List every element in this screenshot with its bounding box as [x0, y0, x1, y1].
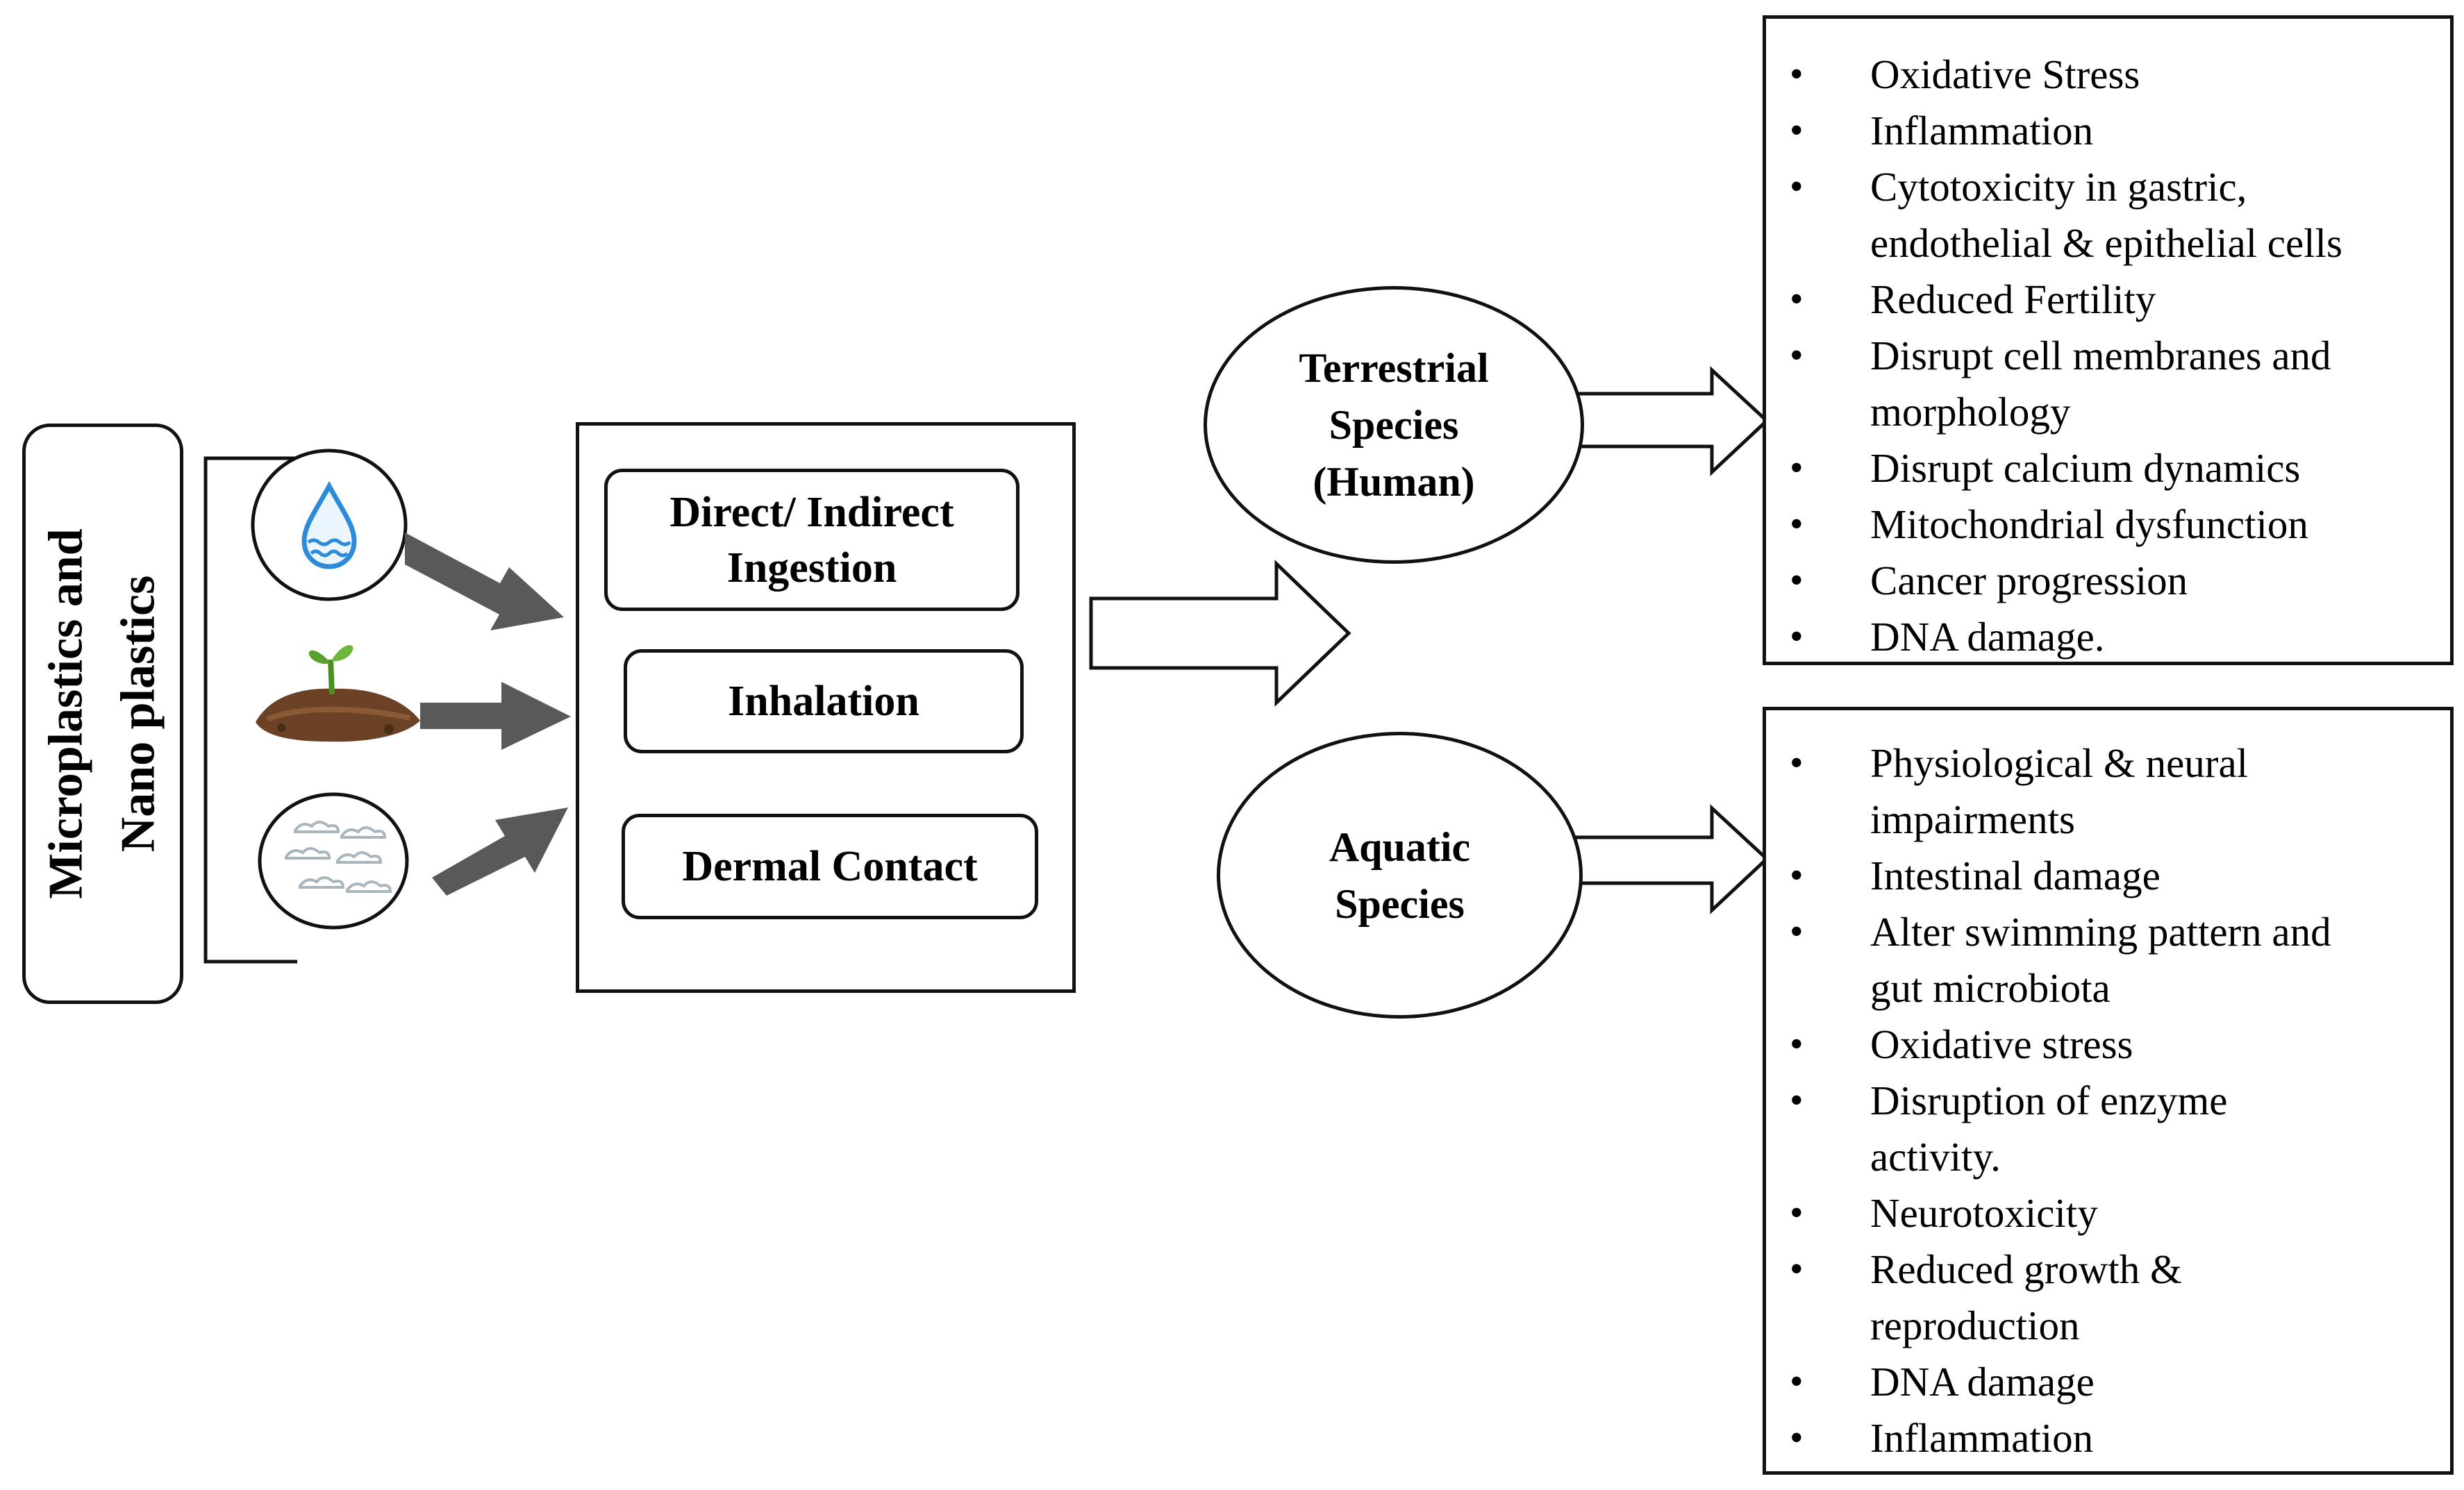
source-arrow-air — [432, 807, 568, 896]
effect-item-continuation: reproduction — [1870, 1303, 2080, 1348]
effect-item-continuation: gut microbiota — [1870, 965, 2111, 1011]
air-cloud-icon — [258, 792, 409, 930]
soil-seedling-icon — [256, 645, 420, 742]
routes-to-species-arrow — [1089, 560, 1351, 707]
aquatic-to-effects-arrow — [1554, 804, 1770, 914]
ingestion-route: Direct/ Indirect Ingestion — [604, 469, 1019, 611]
terrestrial-effects-box: Oxidative Stress Inflammation Cytotoxici… — [1763, 15, 2454, 665]
effect-item-continuation: endothelial & epithelial cells — [1870, 220, 2342, 266]
source-arrow-soil — [420, 682, 571, 750]
effect-item: Mitochondrial dysfunction — [1766, 496, 2450, 553]
source-label-box: Microplastics and Nano plastics — [22, 424, 183, 1004]
effect-item: Neurotoxicity — [1766, 1185, 2450, 1241]
inhalation-label: Inhalation — [728, 678, 919, 725]
ingestion-line1: Direct/ Indirect — [669, 488, 954, 536]
source-label-line1: Microplastics and — [40, 528, 94, 899]
effect-item: Disruption of enzyme — [1766, 1073, 2450, 1129]
terrestrial-line2: Species — [1329, 402, 1459, 448]
effect-item: Inflammation — [1766, 103, 2450, 159]
effect-item: Oxidative Stress — [1766, 47, 2450, 103]
source-arrow-water — [405, 533, 564, 630]
effect-item: Reduced Fertility — [1766, 271, 2450, 328]
ingestion-line2: Ingestion — [726, 544, 897, 592]
effect-item: DNA damage. — [1766, 609, 2450, 665]
effect-item-continuation: morphology — [1870, 389, 2071, 435]
effect-item: Cancer progression — [1766, 553, 2450, 609]
effect-item: Cytotoxicity in gastric, — [1766, 159, 2450, 215]
effect-item: Disrupt calcium dynamics — [1766, 440, 2450, 496]
aquatic-effects-list: Physiological & neural impairments Intes… — [1766, 735, 2450, 1466]
aquatic-line1: Aquatic — [1329, 823, 1471, 870]
terrestrial-to-effects-arrow — [1554, 366, 1770, 476]
source-bracket — [203, 456, 297, 964]
effect-item: Oxidative stress — [1766, 1016, 2450, 1073]
effect-item-continuation: activity. — [1870, 1134, 2001, 1180]
water-drop-icon — [251, 449, 408, 601]
terrestrial-line3: (Human) — [1313, 459, 1475, 505]
effect-item: Physiological & neural — [1766, 735, 2450, 792]
terrestrial-line1: Terrestrial — [1299, 345, 1489, 391]
effect-item-continuation: impairments — [1870, 796, 2075, 842]
effect-item: Disrupt cell membranes and — [1766, 328, 2450, 384]
dermal-label: Dermal Contact — [682, 843, 978, 890]
aquatic-effects-box: Physiological & neural impairments Intes… — [1763, 707, 2454, 1475]
source-label-text: Microplastics and Nano plastics — [31, 528, 175, 898]
effect-item: DNA damage — [1766, 1354, 2450, 1410]
aquatic-line2: Species — [1335, 880, 1465, 927]
terrestrial-effects-list: Oxidative Stress Inflammation Cytotoxici… — [1766, 47, 2450, 665]
inhalation-route: Inhalation — [624, 649, 1024, 753]
effect-item: Alter swimming pattern and — [1766, 904, 2450, 960]
effect-item: Intestinal damage — [1766, 848, 2450, 904]
effect-item: Inflammation — [1766, 1410, 2450, 1466]
source-label-line2: Nano plastics — [112, 575, 166, 853]
aquatic-species-oval: Aquatic Species — [1217, 732, 1583, 1019]
effect-item: Reduced growth & — [1766, 1241, 2450, 1298]
terrestrial-species-oval: Terrestrial Species (Human) — [1204, 286, 1584, 564]
dermal-route: Dermal Contact — [622, 814, 1038, 919]
